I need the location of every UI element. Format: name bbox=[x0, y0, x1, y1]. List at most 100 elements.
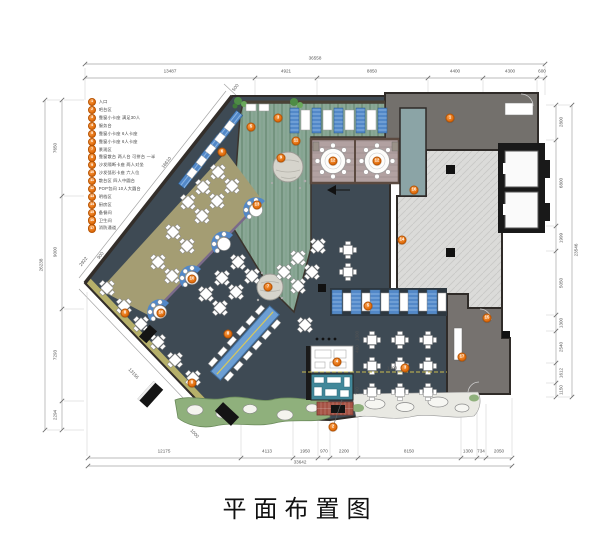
area-marker: 1 bbox=[445, 113, 455, 123]
legend-item: 1 入口 bbox=[88, 98, 155, 107]
legend-number-badge: 2 bbox=[88, 106, 97, 115]
legend-item: 16 卫生间 bbox=[88, 216, 155, 225]
legend-item: 4 服务台 bbox=[88, 121, 155, 130]
area-marker: 10 bbox=[187, 274, 197, 284]
diagonal-wall-booths bbox=[177, 110, 244, 189]
area-marker: 7 bbox=[263, 282, 273, 292]
legend-item-label: 靠窗散台 两人台 可拼台 一半 bbox=[98, 154, 156, 160]
dimension-label: 1612 bbox=[558, 367, 564, 379]
legend-number-badge: 7 bbox=[88, 145, 97, 154]
dimension-label: 2540 bbox=[558, 341, 564, 353]
legend-number-badge: 11 bbox=[88, 177, 97, 186]
legend-number-badge: 15 bbox=[88, 208, 97, 217]
legend-number-badge: 9 bbox=[88, 161, 97, 170]
legend-item: 2 吧台区 bbox=[88, 106, 155, 115]
dimension-label: 2800 bbox=[558, 116, 564, 128]
dimension-label: 9000 bbox=[52, 246, 58, 258]
legend-number-badge: 14 bbox=[88, 200, 97, 209]
dimension-label: 23546 bbox=[573, 243, 579, 257]
area-marker: 11 bbox=[291, 136, 301, 146]
drawing-title: 平面布置图 bbox=[222, 497, 378, 523]
legend-number-badge: 6 bbox=[88, 137, 97, 146]
communal-table bbox=[207, 304, 282, 382]
dimension-label: 600 bbox=[538, 68, 546, 74]
dimension-lines bbox=[42, 61, 575, 469]
dimension-label: 36558 bbox=[308, 55, 322, 61]
legend-item: 15 备餐间 bbox=[88, 208, 155, 217]
dimension-label: 1200 bbox=[386, 365, 398, 371]
dimension-label: 1300 bbox=[462, 448, 474, 454]
legend-number-badge: 5 bbox=[88, 129, 97, 138]
legend-item-label: 靠窗小卡座 6人卡座 bbox=[98, 138, 138, 144]
area-marker: 17 bbox=[457, 352, 467, 362]
legend-number-badge: 3 bbox=[88, 113, 97, 123]
dimension-label: 7293 bbox=[52, 349, 58, 361]
area-marker: 15 bbox=[482, 313, 492, 323]
stage-piano bbox=[137, 324, 345, 426]
legend-item-label: 沙发隔断卡座 两人对坐 bbox=[98, 162, 144, 168]
dimension-label: 1950 bbox=[299, 448, 311, 454]
area-marker: 10 bbox=[156, 308, 166, 318]
dimension-label: 1300 bbox=[354, 330, 360, 342]
landscape-left bbox=[174, 396, 331, 428]
area-marker: 14 bbox=[397, 235, 407, 245]
legend-item: 6 靠窗小卡座 6人卡座 bbox=[88, 137, 155, 146]
legend-item: 14 厨房区 bbox=[88, 200, 155, 209]
service-station bbox=[306, 337, 354, 400]
center-booth-row bbox=[318, 284, 447, 316]
area-marker: 3 bbox=[400, 363, 410, 373]
legend-item-label: 靠窗小卡座 满足30人 bbox=[98, 114, 141, 120]
dimension-label: 6800 bbox=[558, 177, 564, 189]
area-marker: 6 bbox=[217, 147, 227, 157]
legend-number-badge: 16 bbox=[88, 216, 97, 225]
area-marker: 5 bbox=[363, 301, 373, 311]
legend-number-badge: 4 bbox=[88, 121, 97, 130]
dimension-label: 2050 bbox=[493, 448, 505, 454]
area-marker: 16 bbox=[409, 185, 419, 195]
legend-number-badge: 10 bbox=[88, 169, 97, 178]
dimension-label: 12175 bbox=[157, 448, 171, 454]
plants bbox=[232, 97, 303, 109]
legend-item-label: 景观区 bbox=[98, 146, 112, 152]
legend-item: 13 明档区 bbox=[88, 192, 155, 201]
dimension-label: 8850 bbox=[366, 68, 378, 74]
dimension-label: 734 bbox=[477, 448, 485, 454]
legend-item-label: 厨房区 bbox=[98, 201, 112, 207]
dimension-label: 400 bbox=[354, 345, 360, 353]
legend-number-badge: 8 bbox=[88, 153, 97, 162]
elevator-block bbox=[498, 143, 550, 233]
legend-item: 8 靠窗散台 两人台 可拼台 一半 bbox=[88, 153, 156, 162]
dimension-label: 7650 bbox=[52, 142, 58, 154]
dimension-label: 970 bbox=[320, 448, 328, 454]
legend-number-badge: 12 bbox=[88, 184, 97, 194]
legend-item-label: 消防通道 bbox=[98, 225, 117, 231]
area-marker: 4 bbox=[332, 357, 342, 367]
legend-item-label: 靠窗小卡座 6人卡座 bbox=[98, 130, 138, 136]
dimension-label: 1999 bbox=[558, 232, 564, 244]
legend-item: 17 消防通道 bbox=[88, 224, 155, 233]
legend-item-label: 散台区 四人中圆台 bbox=[98, 178, 136, 184]
dimension-label: 1150 bbox=[558, 385, 564, 395]
legend-item: 11 散台区 四人中圆台 bbox=[88, 177, 155, 186]
area-marker: 12 bbox=[372, 156, 382, 166]
legend-item-label: POP包间 10人大圆台 bbox=[98, 185, 141, 191]
bottom-right-corridor bbox=[446, 293, 511, 405]
legend-item-label: 服务台 bbox=[98, 122, 112, 128]
legend-number-badge: 1 bbox=[88, 98, 97, 107]
legend-item-label: 备餐间 bbox=[98, 209, 112, 215]
dimension-label: 26238 bbox=[38, 258, 44, 272]
area-marker: 2 bbox=[328, 422, 338, 432]
dimension-label: 33642 bbox=[293, 459, 307, 465]
area-marker: 5 bbox=[246, 122, 256, 132]
bar-station bbox=[310, 373, 354, 401]
dimension-label: 1300 bbox=[558, 317, 564, 329]
landscape-right bbox=[351, 391, 481, 419]
legend-item: 3 靠窗小卡座 满足30人 bbox=[88, 113, 155, 123]
top-window-booths bbox=[289, 107, 388, 134]
private-rooms bbox=[309, 137, 401, 185]
legend-item: 9 沙发隔断卡座 两人对坐 bbox=[88, 161, 155, 170]
legend-item-label: 明档区 bbox=[98, 193, 112, 199]
legend-item: 7 景观区 bbox=[88, 145, 155, 154]
